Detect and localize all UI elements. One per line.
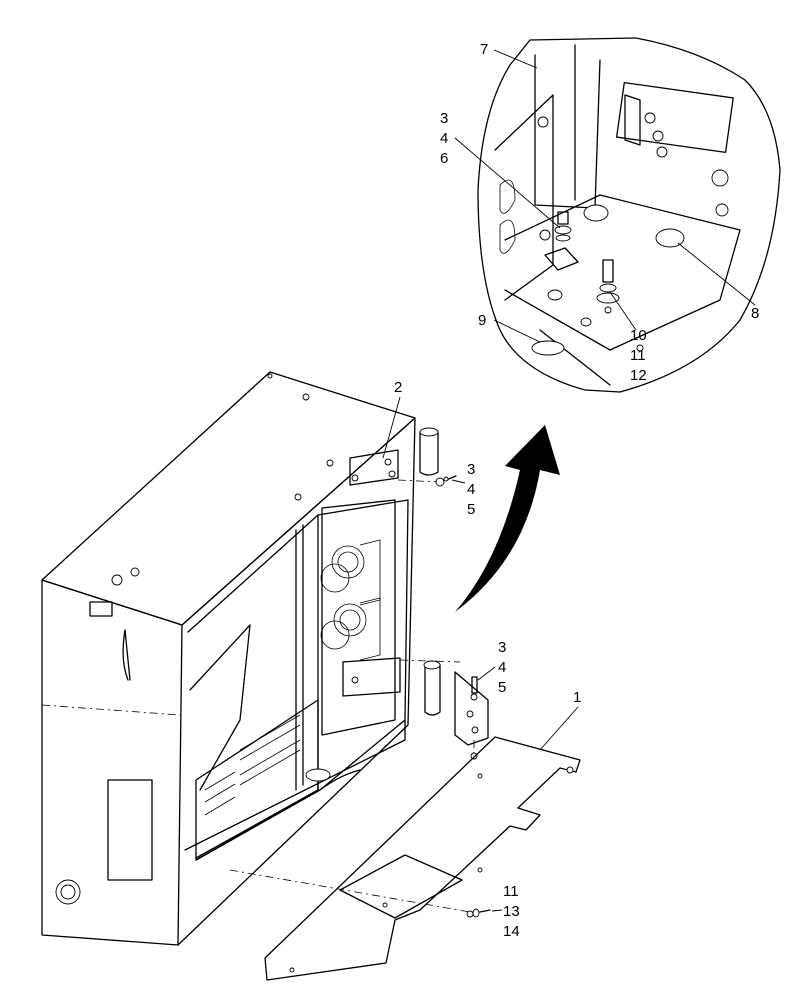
callout-11-lower: 11 [503, 883, 519, 900]
lower-post [399, 659, 489, 760]
callout-3: 3 [440, 110, 448, 127]
callout-8: 8 [751, 305, 759, 322]
callout-13: 13 [503, 903, 520, 920]
callout-1: 1 [573, 689, 581, 706]
detail-callouts: 7 3 4 6 9 8 10 11 12 [440, 41, 759, 384]
callout-10: 10 [630, 327, 647, 344]
callout-11: 11 [630, 347, 646, 364]
main-callouts: 2 3 4 5 3 4 5 1 11 13 14 [382, 379, 581, 940]
curved-arrow-icon [455, 425, 560, 612]
detail-outline [477, 37, 781, 393]
callout-4-upper: 4 [467, 481, 475, 498]
callout-9: 9 [478, 312, 486, 329]
floor-plate [229, 736, 581, 981]
callout-2: 2 [394, 379, 402, 396]
upper-post [397, 427, 457, 487]
callout-3-upper: 3 [467, 461, 475, 478]
callout-14: 14 [503, 923, 520, 940]
callout-6: 6 [440, 150, 448, 167]
callout-7: 7 [480, 41, 488, 58]
callout-5-lower: 5 [498, 679, 506, 696]
callout-3-lower: 3 [498, 639, 506, 656]
callout-5-upper: 5 [467, 501, 475, 518]
cabinet-assembly [41, 371, 416, 946]
callout-4-lower: 4 [498, 659, 506, 676]
callout-4: 4 [440, 130, 448, 147]
callout-12: 12 [630, 367, 647, 384]
detail-view [477, 37, 781, 393]
